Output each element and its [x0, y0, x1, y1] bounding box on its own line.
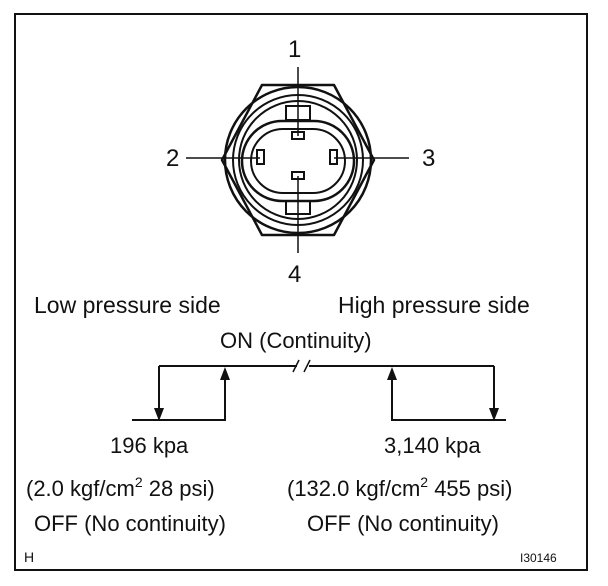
- high-side-unit-conversion: (132.0 kgf/cm2 455 psi): [287, 475, 512, 500]
- figure-code: I30146: [520, 551, 557, 565]
- low-side-unit-conversion: (2.0 kgf/cm2 28 psi): [26, 475, 215, 500]
- switching-characteristic: [132, 359, 506, 421]
- low-pressure-side-label: Low pressure side: [34, 292, 221, 318]
- corner-mark: H: [24, 549, 35, 565]
- high-side-conversion-superscript: 2: [420, 474, 429, 490]
- low-side-down-arrowhead: [154, 408, 164, 421]
- high-side-conversion-close: 455 psi): [428, 476, 513, 501]
- terminal-1-label: 1: [288, 36, 302, 63]
- terminal-3-pin: [329, 149, 338, 165]
- on-continuity-label: ON (Continuity): [220, 328, 372, 353]
- low-side-conversion-superscript: 2: [134, 474, 143, 490]
- high-side-up-arrowhead: [387, 367, 397, 380]
- diagram-frame: 1 2 3 4 Low pressure side High pressure …: [14, 13, 588, 571]
- high-side-down-arrowhead: [489, 408, 499, 421]
- low-side-conversion-close: 28 psi): [142, 476, 215, 501]
- terminal-3-label: 3: [422, 145, 436, 172]
- high-pressure-side-label: High pressure side: [338, 292, 530, 318]
- high-side-conversion-open: (132.0 kgf/cm: [287, 476, 421, 501]
- low-side-pressure-value: 196 kpa: [110, 433, 189, 458]
- terminal-2-pin: [256, 149, 265, 165]
- high-side-off-state-label: OFF (No continuity): [307, 511, 499, 536]
- low-side-conversion-open: (2.0 kgf/cm: [26, 476, 135, 501]
- low-side-up-arrowhead: [220, 367, 230, 380]
- low-side-off-state-label: OFF (No continuity): [34, 511, 226, 536]
- hex-body-outline: [220, 83, 376, 237]
- high-side-pressure-value: 3,140 kpa: [384, 433, 481, 458]
- line-break-mark: [292, 359, 311, 373]
- terminal-4-label: 4: [288, 261, 302, 288]
- pressure-switch-figure: [132, 67, 506, 421]
- terminal-2-label: 2: [166, 145, 180, 172]
